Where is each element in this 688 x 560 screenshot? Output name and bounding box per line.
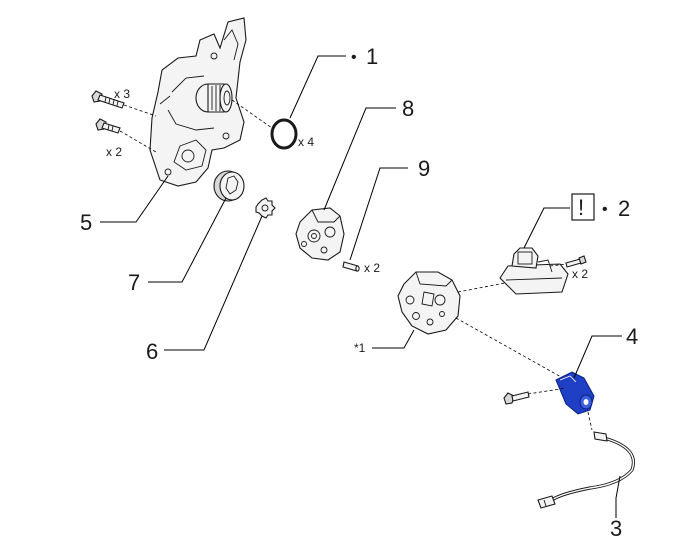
callout-1: 1 bbox=[366, 44, 378, 69]
qty-screw-right: x 2 bbox=[572, 267, 588, 281]
bolt-long-icon[interactable] bbox=[91, 90, 125, 109]
sensor-part-4-highlighted[interactable] bbox=[555, 371, 595, 415]
housing-part-5[interactable] bbox=[149, 17, 247, 187]
dowel-pin-part-9[interactable] bbox=[342, 261, 360, 272]
bullet-2: • bbox=[602, 201, 608, 218]
qty-bolt-top: x 3 bbox=[114, 87, 130, 101]
callout-5: 5 bbox=[80, 210, 92, 235]
warning-box-icon: ! bbox=[571, 193, 595, 221]
bullet-1: • bbox=[351, 49, 357, 66]
sensor-bolt-icon[interactable] bbox=[503, 391, 530, 405]
qty-bolt-mid: x 2 bbox=[106, 145, 122, 159]
outer-rotor-part-7[interactable] bbox=[213, 170, 245, 202]
callout-star1: *1 bbox=[354, 341, 366, 355]
pump-body-part-8[interactable] bbox=[295, 207, 345, 261]
callout-3: 3 bbox=[610, 516, 622, 541]
callout-4: 4 bbox=[626, 324, 638, 349]
bolt-short-icon[interactable] bbox=[95, 118, 121, 134]
o-ring-part-1[interactable] bbox=[270, 118, 298, 150]
callout-2: 2 bbox=[618, 196, 630, 221]
callout-9: 9 bbox=[418, 156, 430, 181]
qty-pin: x 2 bbox=[364, 261, 380, 275]
callout-8: 8 bbox=[402, 96, 414, 121]
valve-body-star1[interactable] bbox=[397, 271, 461, 335]
callout-7: 7 bbox=[128, 270, 140, 295]
qty-oring: x 4 bbox=[298, 135, 314, 149]
warning-mark: ! bbox=[578, 195, 584, 220]
cable-harness-part-3[interactable] bbox=[537, 431, 635, 509]
screw-right-icon[interactable] bbox=[565, 255, 587, 268]
inner-gear-part-6[interactable] bbox=[255, 197, 276, 219]
solenoid-part-2[interactable] bbox=[499, 247, 569, 295]
callout-6: 6 bbox=[146, 339, 158, 364]
